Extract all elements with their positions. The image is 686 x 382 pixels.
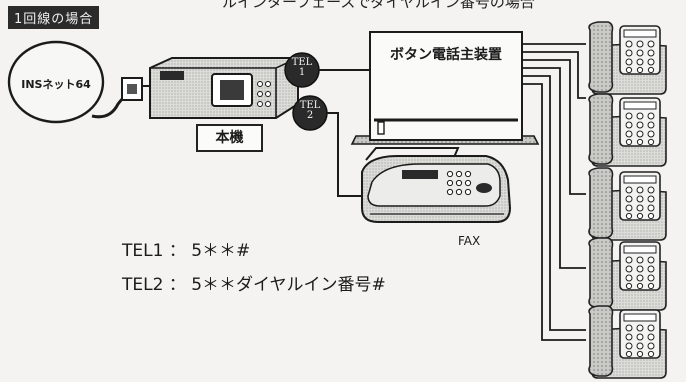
setting-line-tel1: TEL1 ： 5＊＊# [122,236,250,261]
phone-3 [588,167,667,241]
tel1-port-line1: TEL [291,57,313,68]
pbx-unit [350,31,540,145]
setting-line-tel2: TEL2 ： 5＊＊ダイヤルイン番号# [122,270,386,295]
tel2-line [327,112,364,197]
setting-code: 5＊＊# [191,241,251,261]
case-tag: 1回線の場合 [8,6,100,29]
main-device [149,57,299,119]
pbx-title: ボタン電話主装置 [390,47,502,63]
setting-code: 5＊＊ダイヤルイン番号# [191,275,386,295]
setting-port: TEL2 [122,275,164,295]
fax-label: FAX [458,234,481,248]
phone-4 [588,237,667,311]
setting-separator: ： [168,241,186,261]
network-label: INSネット64 [21,78,91,91]
device-label: 本機 [196,124,263,152]
fax-machine [361,147,512,223]
tel2-port-label: TEL 2 [292,101,328,121]
phone-2 [588,93,667,167]
wall-jack [121,77,143,101]
tel1-port-line2: 1 [298,67,306,78]
setting-port: TEL1 [122,241,164,261]
phone-5 [588,305,667,379]
pbx-phone-lines [522,43,586,341]
tel1-port-label: TEL 1 [284,58,320,78]
tel2-port-line1: TEL [299,100,321,111]
setting-separator: ： [168,275,186,295]
network-circle [7,40,105,124]
phone-1 [588,21,667,95]
top-text-cut: ルインターフェースでダイヤルイン番号の場合 [222,0,535,11]
tel2-port-line2: 2 [306,110,314,121]
